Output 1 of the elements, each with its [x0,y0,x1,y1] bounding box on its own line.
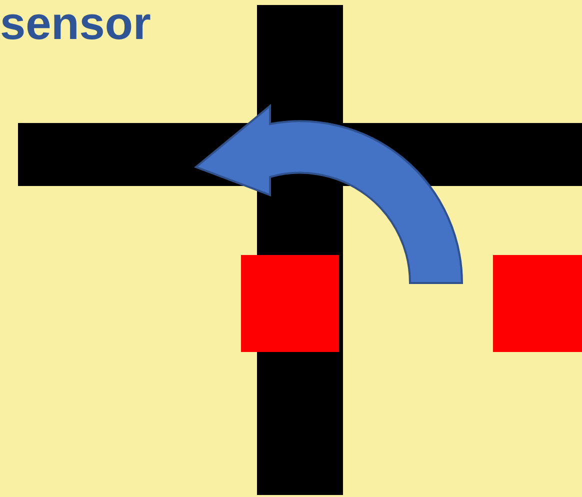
title: sensor [0,0,151,50]
